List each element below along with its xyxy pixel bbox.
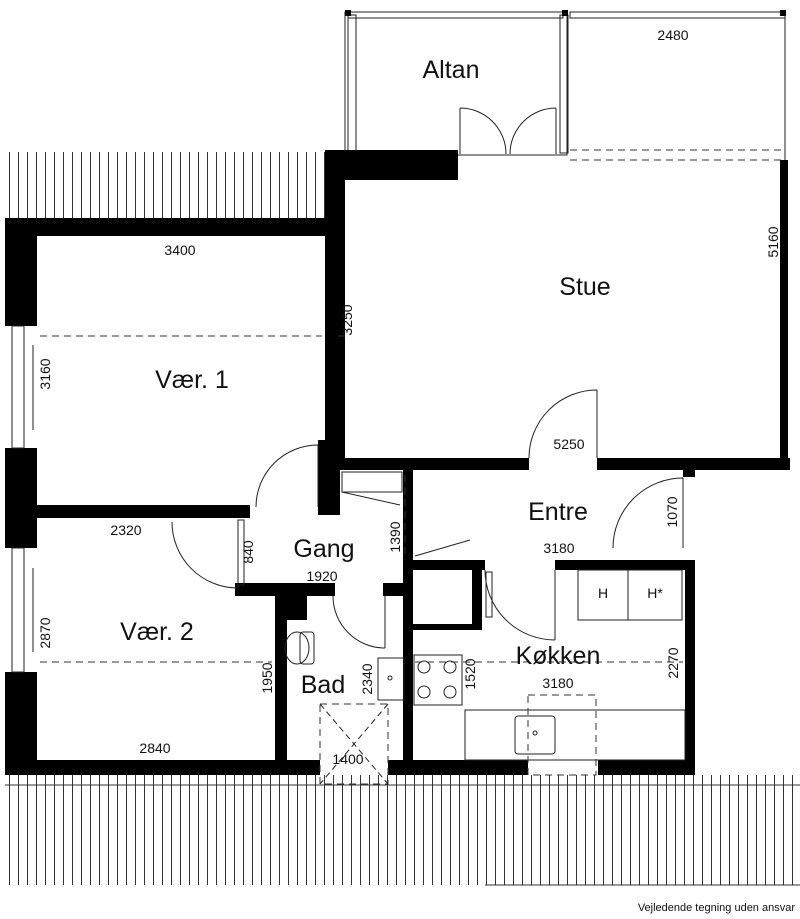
walls <box>5 150 790 775</box>
dim-gang-left: 840 <box>240 540 256 564</box>
roof-hatch-bottom-right <box>485 775 800 885</box>
wardrobe <box>341 471 403 493</box>
dim-altan-width: 2480 <box>657 27 688 43</box>
dim-kokken-left: 1520 <box>462 658 478 689</box>
door-vaer1[interactable] <box>255 444 319 508</box>
kitchen-vent <box>527 694 597 776</box>
room-label-altan: Altan <box>423 56 480 84</box>
door-bad[interactable] <box>332 595 386 649</box>
dim-bad-width: 1400 <box>332 751 363 767</box>
dim-gang-width: 1920 <box>306 568 337 584</box>
door-kokken[interactable] <box>484 569 556 641</box>
room-label-entre: Entre <box>528 498 588 526</box>
dim-vaer2-width: 2840 <box>139 740 170 756</box>
dim-vaer2-right: 1950 <box>259 662 275 693</box>
appliance-h: H <box>598 585 608 601</box>
kitchen-sink <box>514 715 556 755</box>
room-label-vaer2: Vær. 2 <box>120 618 194 646</box>
room-label-vaer1: Vær. 1 <box>155 366 229 394</box>
door-vaer2[interactable] <box>171 521 239 589</box>
dim-vaer1-width: 3400 <box>164 242 195 258</box>
bathroom-sink <box>377 657 405 701</box>
toilet <box>284 631 315 665</box>
dim-gang-right: 1390 <box>387 521 403 552</box>
dim-stue-height: 5160 <box>765 226 781 257</box>
window-vaer2 <box>11 547 34 673</box>
dim-vaer2-top: 2320 <box>110 522 141 538</box>
dim-entre-height: 1070 <box>664 496 680 527</box>
fridge-cabinets <box>577 569 683 621</box>
roof-hatch-bottom <box>5 775 485 885</box>
window-vaer1 <box>11 325 34 449</box>
room-label-stue: Stue <box>559 273 610 301</box>
dim-kokken-height: 2270 <box>665 647 681 678</box>
dim-vaer1-height: 3160 <box>37 358 53 389</box>
dim-stue-left: 3250 <box>339 304 355 335</box>
room-label-kokken: Køkken <box>516 642 601 670</box>
stove <box>413 654 463 706</box>
appliance-h-star: H* <box>647 585 663 601</box>
room-label-bad: Bad <box>301 671 345 699</box>
dim-bad-height: 2340 <box>359 663 375 694</box>
dim-entre-width: 3180 <box>543 540 574 556</box>
shower <box>319 703 389 785</box>
balcony-door[interactable] <box>459 107 557 155</box>
room-label-gang: Gang <box>293 535 354 563</box>
dim-stue-bottom: 5250 <box>553 436 584 452</box>
dim-vaer2-height: 2870 <box>37 617 53 648</box>
door-stue[interactable] <box>528 389 598 459</box>
roof-hatch-top <box>5 152 325 218</box>
door-entrance[interactable] <box>612 477 684 549</box>
dim-kokken-width: 3180 <box>542 675 573 691</box>
kitchen-counter <box>464 709 686 761</box>
balcony <box>344 10 786 161</box>
disclaimer: Vejledende tegning uden ansvar <box>638 902 796 914</box>
